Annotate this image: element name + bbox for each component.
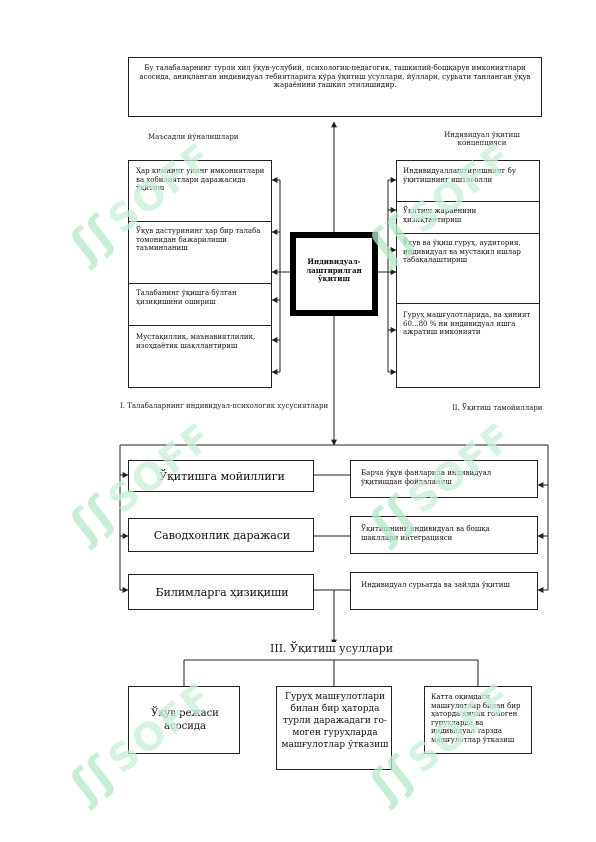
left-section-title: Маъсадли йўналишлари [148, 133, 239, 141]
trait-box: Саводхонлик даражаси [128, 518, 314, 552]
divider [397, 201, 540, 202]
left-goal-item: Ўқув дастурининг ҳар бир талаба томонида… [136, 227, 261, 252]
divider [129, 221, 272, 222]
left-caption: I. Талабаларнинг индивидуал-психологик х… [120, 402, 329, 410]
principle-text: Индивидуал сурьатда ва зайлда ўқитиш [361, 581, 510, 589]
divider [129, 325, 272, 326]
principle-text: Барча ўқув фанларида индивидуал ўқитишда… [361, 469, 492, 486]
principle-box: Барча ўқув фанларида индивидуал ўқитишда… [350, 460, 538, 498]
principle-box: Ўқитишнинг индивидуал ва бошқа шакллари … [350, 516, 538, 554]
definition-text: Бу талабаларнинг турли хил ўқув-услубий,… [139, 64, 531, 89]
trait-text: Ўқитишга мойиллиги [159, 470, 285, 483]
center-box: Индивидуал-лаштирилган ўқитиш [290, 232, 378, 316]
method-text: Гуруҳ машғулотлари билан бир ҳаторда тур… [281, 692, 389, 750]
left-goals-box: Ҳар кимнинг унинг имкониятлари ва хобили… [128, 160, 272, 388]
right-section-title: Индивидуал ўқитиш концепцияси [444, 131, 520, 147]
right-caption: II. Ўқитиш тамойиллари [452, 404, 543, 412]
definition-box: Бу талабаларнинг турли хил ўқув-услубий,… [128, 57, 542, 117]
divider [397, 233, 540, 234]
method-text: Катта оқимдаги машғулотлар билан бир ҳат… [431, 693, 521, 744]
divider [397, 303, 540, 304]
method-box: Катта оқимдаги машғулотлар билан бир ҳат… [424, 686, 532, 754]
trait-box: Ўқитишга мойиллиги [128, 460, 314, 492]
left-goal-item: Ҳар кимнинг унинг имкониятлари ва хобили… [136, 167, 265, 192]
trait-box: Билимларга ҳизиқиши [128, 574, 314, 610]
method-box: Ўқув режаси асосида [128, 686, 240, 754]
left-goal-item: Мустақиллик, маънавиятлилик, изоҳдаётик … [136, 333, 256, 350]
divider [129, 283, 272, 284]
principle-text: Ўқитишнинг индивидуал ва бошқа шакллари … [361, 525, 490, 542]
principle-box: Индивидуал сурьатда ва зайлда ўқитиш [350, 572, 538, 610]
right-concept-item: Индивидуаллаштиришнинг бу ўқитишнинг ишт… [403, 167, 516, 184]
right-concept-box: Индивидуаллаштиришнинг бу ўқитишнинг ишт… [396, 160, 540, 388]
trait-text: Саводхонлик даражаси [153, 529, 291, 542]
method-box: Гуруҳ машғулотлари билан бир ҳаторда тур… [276, 686, 392, 770]
methods-title: III. Ўқитиш усуллари [268, 642, 396, 655]
left-goal-item: Талабанинг ўқишга бўлган ҳизиқишини ошир… [136, 289, 237, 306]
method-text: Ўқув режаси асосида [151, 708, 219, 732]
center-text: Индивидуал-лаштирилган ўқитиш [306, 257, 362, 283]
trait-text: Билимларга ҳизиқиши [155, 586, 289, 599]
right-concept-item: Ўқитиш жараёнини ҳизиқтантириш [403, 207, 477, 224]
right-concept-item: Ўқув ва ўқиш гуруҳ, аудитория, индивидуа… [403, 239, 521, 264]
right-concept-item: Гуруҳ машғулотларида, ва ҳиният 60...80 … [403, 311, 531, 336]
